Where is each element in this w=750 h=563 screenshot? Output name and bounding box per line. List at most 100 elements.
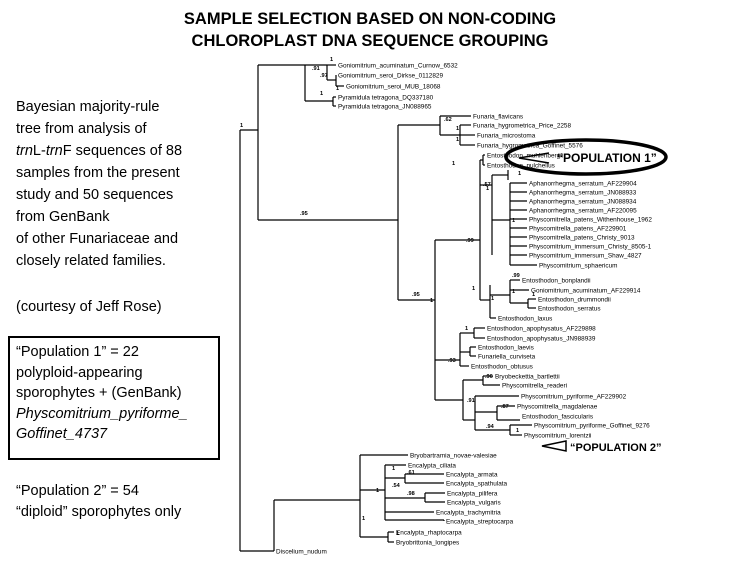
support-label: .57 (483, 182, 491, 188)
population-1-marker (518, 152, 550, 164)
taxon-label: Physcomitrella_magdalenae (517, 404, 598, 411)
population-1-note: “Population 1” = 22 polyploid-appearing … (16, 342, 226, 445)
note-line: Goffinet_4737 (16, 426, 108, 442)
desc-line: tree from analysis of (16, 121, 147, 137)
taxon-label: Physcomitrium_immersum_Shaw_4827 (529, 253, 642, 260)
taxon-label: Physcomitrella_readeri (502, 383, 567, 390)
support-label: 1 (516, 428, 519, 434)
taxon-label: Physcomitrium_pyriforme_Goffinet_9276 (534, 423, 650, 430)
taxon-label: Entosthodon_bonplandii (522, 278, 591, 285)
desc-line: of other Funariaceae and (16, 231, 179, 247)
taxon-label: Entosthodon_apophysatus_AF229898 (487, 326, 596, 333)
population-1-label: “POPULATION 1” (557, 151, 657, 165)
support-label: .96 (485, 374, 493, 380)
support-label: 1 (518, 171, 521, 177)
support-label: .97 (320, 73, 328, 79)
support-label: 1 (456, 126, 459, 132)
taxon-label: Pyramidula tetragona_DQ337180 (338, 95, 434, 102)
taxon-label: Encalypta_armata (446, 472, 498, 479)
tree-description: Bayesian majority-rule tree from analysi… (16, 96, 216, 272)
support-label: 1 (456, 137, 459, 143)
taxon-label: Funariella_curviseta (478, 354, 536, 361)
taxon-label: Physcomitrella_patens_Christy_9013 (529, 235, 635, 242)
taxon-label: Encalypta_spathulata (446, 481, 508, 488)
taxon-label: Physcomitrium_sphaericum (539, 263, 618, 270)
desc-line: study and 50 sequences (16, 187, 174, 203)
note-line: “Population 1” = 22 (16, 344, 139, 360)
support-label: 1 (392, 466, 395, 472)
population-1-box (8, 336, 220, 460)
desc-line: from GenBank (16, 209, 110, 225)
desc-line: samples from the present (16, 165, 180, 181)
support-label: 1 (336, 86, 339, 92)
taxon-label: Entosthodon_fascicularis (522, 414, 593, 421)
taxon-labels: Goniomitrium_acuminatum_Curnow_6532Gonio… (276, 63, 652, 556)
support-label: .93 (448, 358, 456, 364)
support-label: 1 (491, 296, 494, 302)
support-label: .94 (486, 424, 495, 430)
support-label: .99 (466, 238, 474, 244)
support-label: .95 (300, 211, 308, 217)
desc-line: trnL-trnF sequences of 88 (16, 140, 216, 162)
desc-text: L- (32, 143, 46, 159)
taxon-label: Discelium_nudum (276, 549, 327, 556)
support-label: 1 (532, 292, 535, 298)
taxon-label: Pyramidula tetragona_JN088965 (338, 104, 432, 111)
taxon-label: Goniomitrium_seroi_Dirkse_0112829 (338, 73, 443, 80)
taxon-label: Bryobartramia_novae-valesiae (410, 453, 497, 460)
population-2-marker (541, 440, 567, 452)
taxon-label: Entosthodon_apophysatus_JN988939 (487, 336, 596, 343)
taxon-label: Entosthodon_drummondii (538, 297, 611, 304)
note-line: “diploid” sporophytes only (16, 503, 182, 520)
support-label: 1 (452, 161, 455, 167)
taxon-label: Goniomitrium_seroi_MUB_18068 (346, 84, 441, 91)
taxon-label: Entosthodon_serratus (538, 306, 601, 313)
taxon-label: Entosthodon_laevis (478, 345, 534, 352)
callout-overlays: “POPULATION 1” “POPULATION 2” (504, 138, 668, 454)
note-line: sporophytes + (GenBank) (16, 385, 182, 401)
support-label: 1 (362, 516, 365, 522)
support-label: 1 (430, 298, 433, 304)
population-2-label: “POPULATION 2” (570, 442, 661, 454)
gene-name: trn (45, 143, 63, 159)
taxon-label: Entosthodon_laxus (498, 316, 552, 323)
support-label: .91 (312, 66, 320, 72)
taxon-label: Physcomitrium_lorentzii (524, 433, 591, 440)
taxon-label: Funaria_microstoma (477, 133, 536, 140)
support-label: 1 (486, 186, 489, 192)
taxon-label: Encalypta_rhaptocarpa (396, 530, 462, 537)
desc-line: Bayesian majority-rule (16, 99, 160, 115)
support-label: .99 (512, 273, 520, 279)
tree-branches (239, 64, 537, 552)
taxon-label: Physcomitrella_patens_Withenhouse_1962 (529, 217, 652, 224)
support-label: .61 (407, 470, 415, 476)
support-label: .98 (407, 491, 415, 497)
support-label: 1 (320, 91, 323, 97)
support-label: .87 (501, 404, 509, 410)
taxon-label: Encalypta_pilifera (447, 491, 498, 498)
support-label: .54 (392, 483, 401, 489)
taxon-label: Goniomitrium_acuminatum_AF229914 (531, 288, 641, 295)
support-label: 1 (465, 326, 468, 332)
population-2-note: “Population 2” = 54 “diploid” sporophyte… (16, 481, 226, 522)
support-label: 1 (396, 531, 399, 537)
desc-line: closely related families. (16, 253, 166, 269)
taxon-label: Funaria_flavicans (473, 114, 523, 121)
support-label: 1 (472, 286, 475, 292)
population-1-ellipse (504, 138, 668, 176)
taxon-label: Encalypta_streptocarpa (446, 519, 514, 526)
taxon-label: Bryobeckettia_bartlettii (495, 374, 560, 381)
support-label: 1 (330, 57, 333, 63)
title-line-1: SAMPLE SELECTION BASED ON NON-CODING (183, 10, 557, 28)
note-line: polyploid-appearing (16, 364, 143, 381)
note-line: “Population 2” = 54 (16, 483, 139, 499)
taxon-label: Physcomitrella_patens_AF229901 (529, 226, 627, 233)
support-label: .91 (467, 398, 475, 404)
taxon-label: Aphanorrhegma_serratum_JN088933 (529, 190, 637, 197)
taxon-label: Entosthodon_muhlenbergii (487, 153, 563, 160)
taxon-label: Goniomitrium_acuminatum_Curnow_6532 (338, 63, 458, 70)
title-line-2: CHLOROPLAST DNA SEQUENCE GROUPING (191, 32, 549, 50)
support-label: 1 (512, 218, 515, 224)
